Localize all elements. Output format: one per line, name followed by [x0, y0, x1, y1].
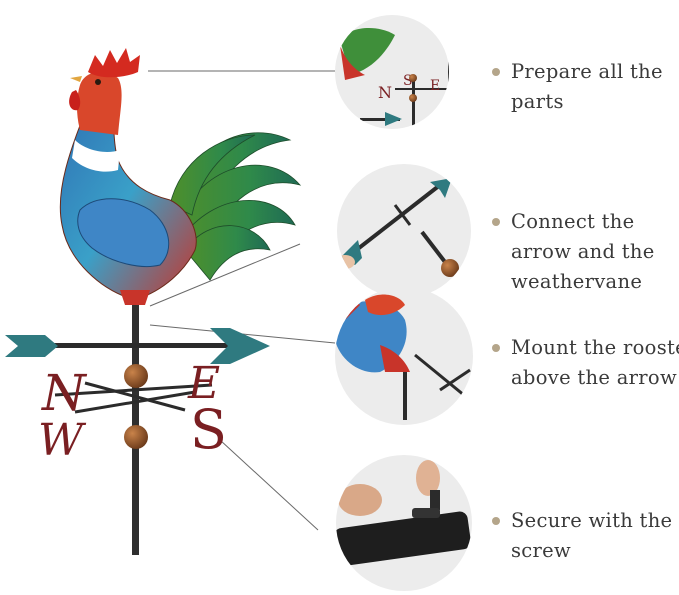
connector-screw: [219, 439, 319, 531]
bullet-dot: [492, 517, 500, 525]
step-text: Connect the arrow and the weathervane: [511, 210, 655, 293]
step-connect: Connect the arrow and the weathervane: [492, 207, 679, 297]
compass-north: N: [41, 364, 88, 422]
rooster-tail: [169, 132, 302, 281]
detail-parts-photo: N S E: [335, 15, 449, 129]
svg-text:N: N: [378, 83, 392, 102]
step-text: Prepare all the parts: [511, 60, 663, 113]
bullet-dot: [492, 218, 500, 226]
ornament-ball-lower: [124, 425, 148, 449]
rooster-wing: [77, 198, 170, 267]
step-text: Mount the rooster above the arrow: [511, 336, 679, 389]
step-prepare: Prepare all the parts: [492, 57, 679, 117]
detail-arrow-photo: [337, 164, 471, 298]
detail-rooster-photo: [335, 287, 473, 425]
step-text: Secure with the screw: [511, 509, 673, 562]
step-secure: Secure with the screw: [492, 506, 679, 566]
bullet-dot: [492, 68, 500, 76]
arrow-tail: [5, 335, 58, 357]
svg-text:E: E: [430, 78, 440, 94]
compass-south: S: [190, 398, 227, 461]
rooster-comb: [88, 48, 140, 78]
detail-screw-photo: [336, 455, 472, 591]
compass-west: W: [38, 415, 87, 466]
step-mount: Mount the rooster above the arrow: [492, 333, 679, 393]
arrow-head: [210, 328, 270, 364]
rooster-weathervane: N W E S: [5, 48, 302, 555]
compass-east: E: [187, 358, 220, 409]
bullet-dot: [492, 344, 500, 352]
rooster-head: [77, 71, 122, 135]
svg-text:S: S: [403, 73, 413, 89]
ornament-ball-upper: [124, 364, 148, 388]
connector-arrow: [149, 243, 301, 307]
